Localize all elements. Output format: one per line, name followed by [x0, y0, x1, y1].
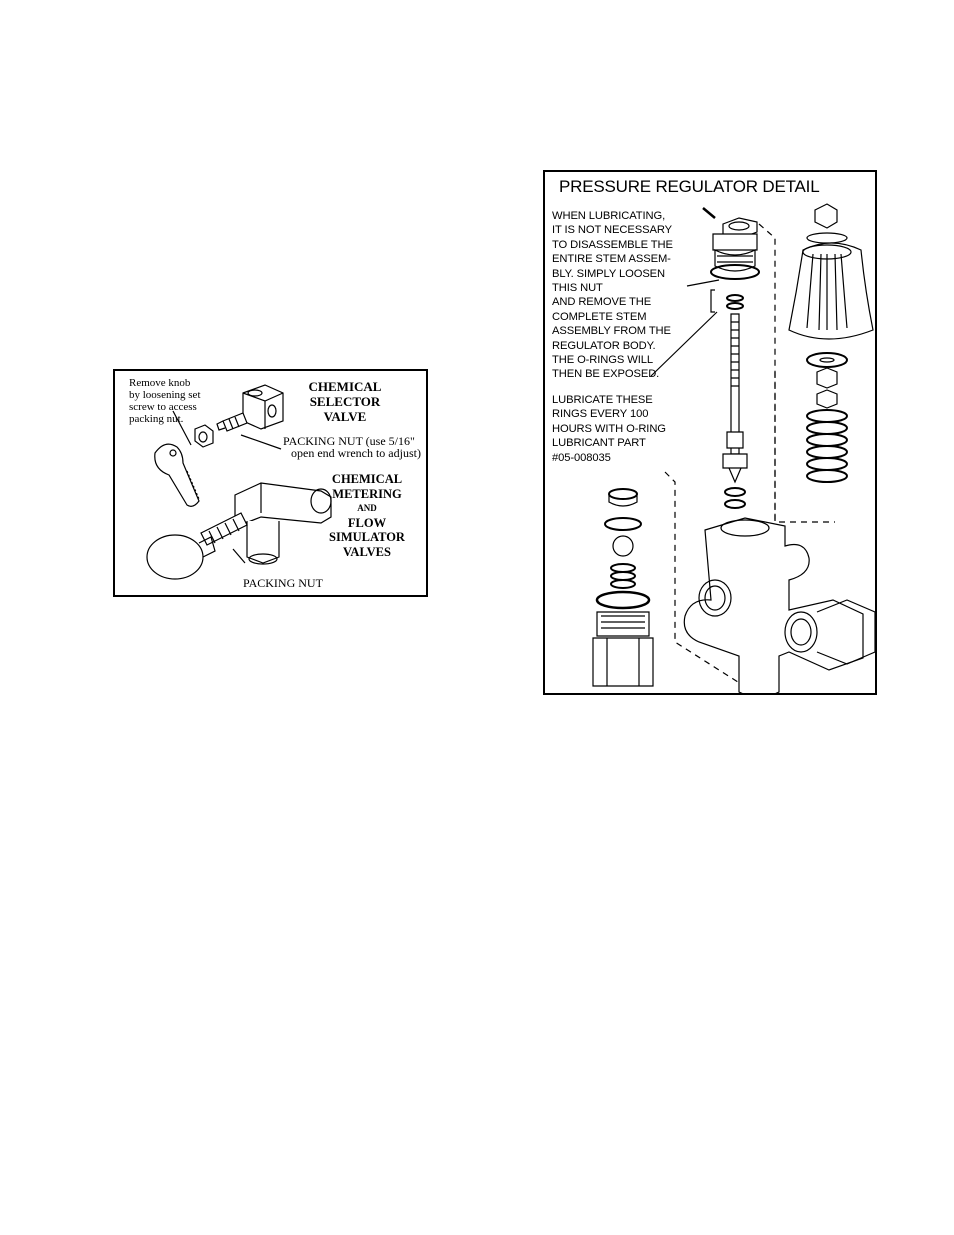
metering-title-line: CHEMICAL	[331, 472, 403, 486]
lubricating-note-line: ENTIRE STEM ASSEM-	[552, 253, 671, 266]
regulator-title: PRESSURE REGULATOR DETAIL	[559, 177, 820, 196]
metering-title-line: AND	[357, 503, 377, 513]
lubricate-rings-note-line: RINGS EVERY 100	[552, 408, 649, 421]
knob-note: Remove knob by loosening set screw to ac…	[129, 377, 201, 425]
lubricating-note-line: THEN BE EXPOSED.	[552, 368, 660, 381]
knob-note-line: screw to access	[129, 401, 197, 413]
chemical-valves-figure: Remove knob by loosening set screw to ac…	[113, 369, 428, 597]
packing-nut-upper-line: open end wrench to adjust)	[291, 446, 421, 460]
lubricating-note-line: ASSEMBLY FROM THE	[552, 325, 671, 338]
lubricating-note-line: COMPLETE STEM	[552, 310, 647, 323]
lubricate-rings-note: LUBRICATE THESE RINGS EVERY 100 HOURS WI…	[552, 393, 666, 465]
lubricate-rings-note-line: LUBRICANT PART	[552, 437, 646, 450]
lubricate-rings-note-line: HOURS WITH O-RING	[552, 422, 666, 435]
chemical-valves-illustration	[146, 384, 332, 580]
packing-nut-upper-label: PACKING NUT (use 5/16" open end wrench t…	[283, 435, 421, 459]
lubricating-note-line: THE O-RINGS WILL	[552, 354, 653, 367]
lubricating-note-line: REGULATOR BODY.	[552, 339, 656, 352]
metering-title-line: FLOW	[347, 515, 387, 530]
lubricating-note-line: THIS NUT	[552, 282, 603, 295]
lubricating-note-line: BLY. SIMPLY LOOSEN	[552, 267, 666, 280]
metering-title-line: METERING	[332, 486, 402, 501]
knob-note-line: by loosening set	[129, 389, 201, 401]
lubricating-note-line: IT IS NOT NECESSARY	[552, 224, 672, 237]
metering-title-line: SIMULATOR	[329, 530, 405, 544]
selector-title-line: VALVE	[323, 409, 367, 424]
lubricating-note-line: AND REMOVE THE	[552, 296, 652, 309]
lubricating-note: WHEN LUBRICATING, IT IS NOT NECESSARY TO…	[552, 209, 673, 382]
packing-nut-lower-label: PACKING NUT	[243, 576, 323, 590]
knob-note-line: Remove knob	[129, 377, 191, 389]
lubricate-rings-note-line: #05-008035	[552, 451, 611, 464]
selector-title-line: CHEMICAL	[308, 379, 382, 394]
lubricating-note-line: WHEN LUBRICATING,	[552, 210, 666, 222]
lubricate-rings-note-line: LUBRICATE THESE	[552, 394, 653, 406]
pressure-regulator-figure: PRESSURE REGULATOR DETAIL WHEN LUBRICATI…	[543, 170, 877, 695]
selector-title-line: SELECTOR	[309, 394, 381, 409]
selector-valve-title: CHEMICAL SELECTOR VALVE	[297, 379, 393, 424]
pressure-regulator-illustration	[592, 203, 875, 693]
packing-nut-upper-line: PACKING NUT (use 5/16"	[283, 434, 415, 448]
metering-valves-title: CHEMICAL METERING AND FLOW SIMULATOR VAL…	[319, 472, 415, 559]
knob-note-line: packing nut.	[129, 413, 184, 425]
metering-title-line: VALVES	[343, 544, 391, 559]
lubricating-note-line: TO DISASSEMBLE THE	[552, 238, 673, 251]
